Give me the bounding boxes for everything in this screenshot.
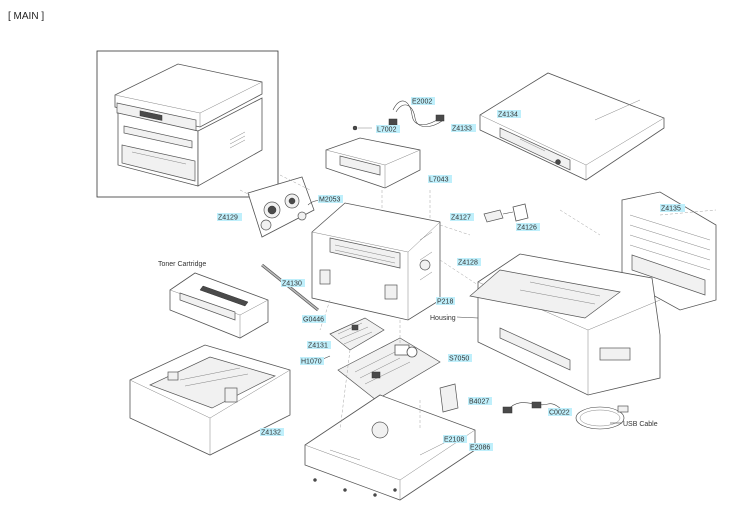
usb-cable: [575, 405, 629, 430]
label-l7043: L7043: [429, 177, 449, 184]
label-e2086: E2086: [470, 445, 490, 452]
label-z4129: Z4129: [218, 215, 238, 222]
toner-cartridge: [169, 272, 269, 339]
scanner-unit: [479, 72, 665, 181]
label-z4132: Z4132: [261, 430, 281, 437]
label-z4128: Z4128: [458, 260, 478, 267]
label-m2053: M2053: [319, 197, 341, 204]
label-z4135: Z4135: [661, 206, 681, 213]
paper-tray: [129, 344, 291, 456]
label-e2002: E2002: [412, 99, 432, 106]
laser-scanner-unit: [325, 137, 421, 189]
transfer-roller: [261, 263, 319, 312]
label-z4126: Z4126: [517, 225, 537, 232]
assembled-printer-inset: [96, 50, 279, 198]
label-toner-cartridge: Toner Cartridge: [158, 261, 206, 268]
cable-harness: [352, 100, 445, 131]
label-s7050: S7050: [449, 356, 469, 363]
label-b4027: B4027: [469, 399, 489, 406]
interlock-switch: [483, 203, 529, 223]
drive-unit: [247, 176, 331, 238]
diagram-title: [ MAIN ]: [8, 11, 45, 22]
bracket-b4027: [439, 383, 459, 413]
label-p218: P218: [437, 299, 453, 306]
label-z4130: Z4130: [282, 281, 302, 288]
control-boards: [315, 317, 441, 401]
label-l7002: L7002: [377, 127, 397, 134]
label-housing: Housing: [430, 315, 456, 322]
label-z4127: Z4127: [451, 215, 471, 222]
base-plate: [304, 394, 476, 501]
label-e2108: E2108: [444, 437, 464, 444]
main-frame: [311, 202, 441, 321]
part-labels: E2002 L7002 Z4133 Z4134 L7043 M2053 Z412…: [158, 97, 685, 452]
label-z4133: Z4133: [452, 126, 472, 133]
label-z4134: Z4134: [498, 112, 518, 119]
label-usb-cable: USB Cable: [623, 421, 658, 428]
label-h1070: H1070: [301, 359, 322, 366]
label-g0446: G0446: [303, 317, 324, 324]
housing: [469, 253, 661, 396]
leader-lines: [239, 174, 717, 431]
label-z4131: Z4131: [308, 343, 328, 350]
label-c0022: C0022: [549, 410, 570, 417]
